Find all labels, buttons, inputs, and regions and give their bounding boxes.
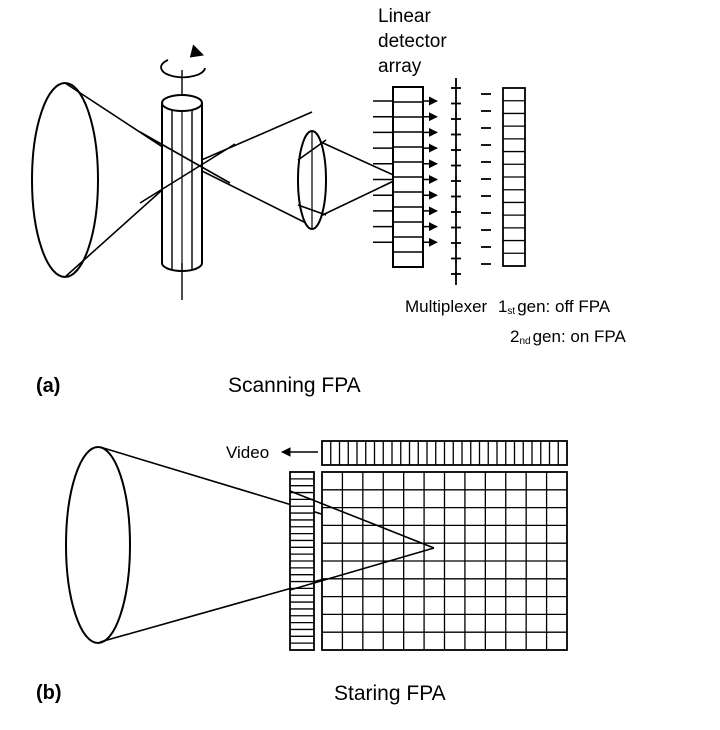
staring-panel: Video (b) Staring FPA — [36, 440, 568, 705]
video-label: Video — [226, 443, 269, 462]
linear-detector-array — [392, 86, 424, 268]
dash-column — [481, 93, 491, 265]
panel-a-title: Scanning FPA — [228, 374, 361, 397]
collecting-lens-b — [65, 446, 131, 644]
readout-column-a — [502, 87, 526, 267]
video-readout-row — [321, 440, 568, 466]
panel-b-tag: (b) — [36, 682, 62, 704]
rotating-scanner-cylinder — [161, 94, 203, 272]
detector-label-line2: detector — [378, 31, 447, 52]
rotation-arrow-icon — [160, 44, 206, 79]
staring-detector-grid — [321, 471, 568, 651]
ray-cone-a — [64, 82, 401, 278]
detector-label-line1: Linear — [378, 6, 431, 27]
ray-cone-b-over — [289, 490, 435, 591]
multiplexer-bus — [451, 78, 461, 285]
panel-a-tag: (a) — [36, 375, 60, 397]
ray-cross-a — [139, 131, 236, 204]
panel-b-title: Staring FPA — [334, 682, 446, 705]
vertical-readout-column — [289, 471, 315, 651]
detector-label-line3: array — [378, 56, 422, 77]
collecting-lens-a — [31, 82, 99, 278]
